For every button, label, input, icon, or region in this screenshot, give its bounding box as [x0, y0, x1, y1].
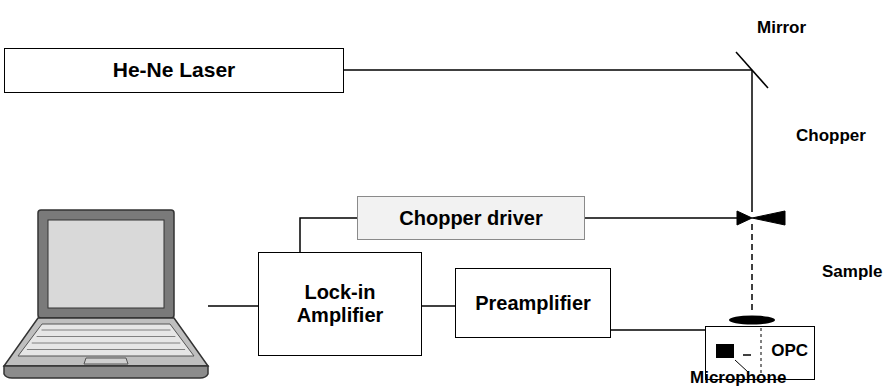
- node-label: He-Ne Laser: [113, 58, 236, 82]
- wire: [585, 217, 740, 219]
- microphone-symbol: [716, 344, 734, 358]
- driver-box: Chopper driver: [357, 196, 585, 240]
- wire: [208, 305, 258, 307]
- node-label: Preamplifier: [475, 292, 591, 315]
- part-label: Sample: [822, 262, 882, 282]
- signal-wire: [300, 218, 357, 252]
- laser-box: He-Ne Laser: [4, 48, 344, 93]
- laser-beam: [751, 224, 753, 314]
- signal-wire: [611, 329, 705, 331]
- laser-beam: [344, 69, 752, 71]
- node-label: Chopper driver: [399, 207, 542, 230]
- node-label: Lock-in Amplifier: [275, 281, 405, 327]
- cell-channel: [743, 354, 751, 356]
- chopper-symbol: [737, 211, 785, 225]
- amplifier-box: Lock-in Amplifier: [258, 252, 422, 356]
- part-label: Microphone: [690, 368, 786, 388]
- signal-wire: [422, 305, 455, 307]
- node-label: OPC: [771, 341, 808, 361]
- amplifier-box: Preamplifier: [455, 268, 611, 338]
- sample-disc: [729, 316, 775, 325]
- laser-beam: [751, 70, 753, 212]
- part-label: Chopper: [796, 126, 866, 146]
- laptop-icon: [4, 210, 208, 378]
- mirror-symbol: [736, 52, 768, 88]
- part-label: Mirror: [757, 18, 806, 38]
